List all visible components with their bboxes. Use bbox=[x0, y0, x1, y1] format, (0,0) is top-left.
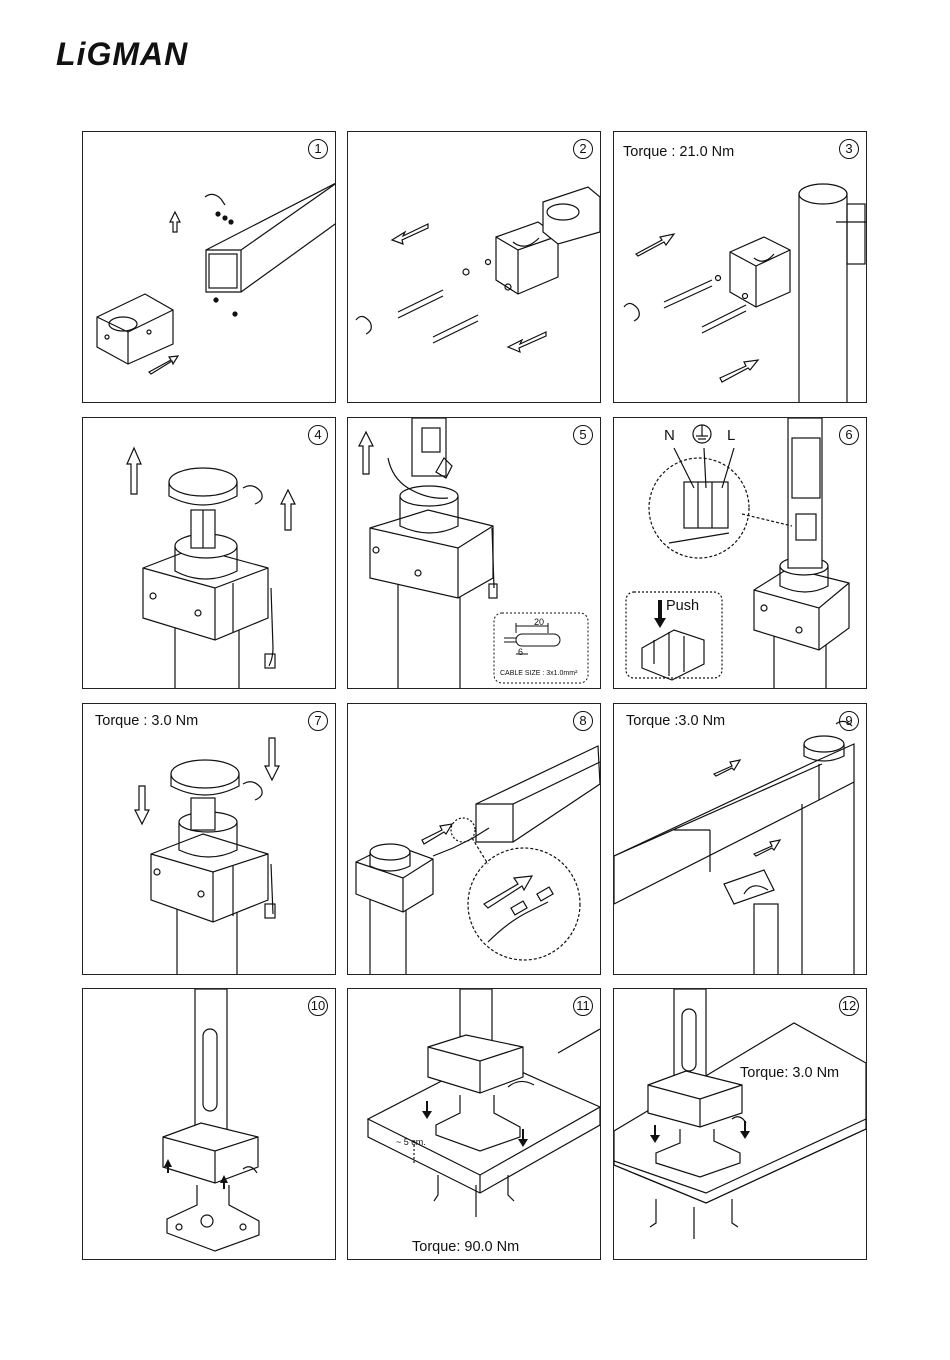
step-panel-9: Torque :3.0 Nm 9 bbox=[613, 703, 867, 975]
step-number: 9 bbox=[839, 711, 859, 731]
step-number: 1 bbox=[308, 139, 328, 159]
depth-label: ~ 5 cm. bbox=[396, 1137, 426, 1147]
step-4-illustration bbox=[83, 418, 335, 688]
brand-logo-text: LiGMAN bbox=[56, 36, 188, 72]
step-9-illustration bbox=[614, 704, 866, 974]
torque-label: Torque : 3.0 Nm bbox=[95, 713, 198, 729]
torque-label: Torque: 90.0 Nm bbox=[412, 1239, 519, 1255]
wrench-icon bbox=[205, 194, 225, 205]
step-panel-3: Torque : 21.0 Nm 3 bbox=[613, 131, 867, 403]
cable-dimension-20: 20 bbox=[534, 617, 544, 627]
step-panel-8: 8 bbox=[347, 703, 601, 975]
wrench-icon bbox=[356, 316, 371, 334]
torque-label: Torque : 21.0 Nm bbox=[623, 144, 734, 160]
step-panel-4: 4 bbox=[82, 417, 336, 689]
step-number: 12 bbox=[839, 996, 859, 1016]
step-number: 2 bbox=[573, 139, 593, 159]
torque-label: Torque :3.0 Nm bbox=[626, 713, 725, 729]
step-10-illustration bbox=[83, 989, 335, 1259]
step-panel-1: 1 bbox=[82, 131, 336, 403]
brand-logo: LiGMAN bbox=[54, 34, 254, 74]
torque-label: Torque: 3.0 Nm bbox=[740, 1065, 839, 1081]
wrench-icon bbox=[243, 782, 262, 800]
step-5-illustration bbox=[348, 418, 600, 688]
wrench-icon bbox=[624, 303, 639, 321]
step-number: 10 bbox=[308, 996, 328, 1016]
step-1-illustration bbox=[83, 132, 335, 402]
earth-symbol-icon bbox=[693, 425, 711, 443]
step-panel-6: N L Push 6 bbox=[613, 417, 867, 689]
step-7-illustration bbox=[83, 704, 335, 974]
step-panel-5: 20 6 CABLE SIZE : 3x1.0mm² 5 bbox=[347, 417, 601, 689]
step-number: 7 bbox=[308, 711, 328, 731]
cable-dimension-6: 6 bbox=[518, 647, 523, 657]
step-3-illustration bbox=[614, 132, 866, 402]
step-number: 4 bbox=[308, 425, 328, 445]
arrow-icon bbox=[359, 432, 373, 474]
step-number: 8 bbox=[573, 711, 593, 731]
cable-size-label: CABLE SIZE : 3x1.0mm² bbox=[500, 670, 577, 677]
step-8-illustration bbox=[348, 704, 600, 974]
step-panel-7: Torque : 3.0 Nm 7 bbox=[82, 703, 336, 975]
neutral-label: N bbox=[664, 427, 675, 444]
step-number: 11 bbox=[573, 996, 593, 1016]
arrow-icon bbox=[654, 600, 666, 628]
step-2-illustration bbox=[348, 132, 600, 402]
step-panel-12: Torque: 3.0 Nm 12 bbox=[613, 988, 867, 1260]
step-panel-10: 10 bbox=[82, 988, 336, 1260]
wrench-icon bbox=[243, 486, 262, 504]
push-label: Push bbox=[666, 598, 699, 614]
step-number: 6 bbox=[839, 425, 859, 445]
step-panel-2: 2 bbox=[347, 131, 601, 403]
live-label: L bbox=[727, 427, 735, 444]
step-11-illustration bbox=[348, 989, 600, 1259]
step-6-illustration bbox=[614, 418, 866, 688]
step-12-illustration bbox=[614, 989, 866, 1259]
step-number: 3 bbox=[839, 139, 859, 159]
step-number: 5 bbox=[573, 425, 593, 445]
step-panel-11: ~ 5 cm. Torque: 90.0 Nm 11 bbox=[347, 988, 601, 1260]
